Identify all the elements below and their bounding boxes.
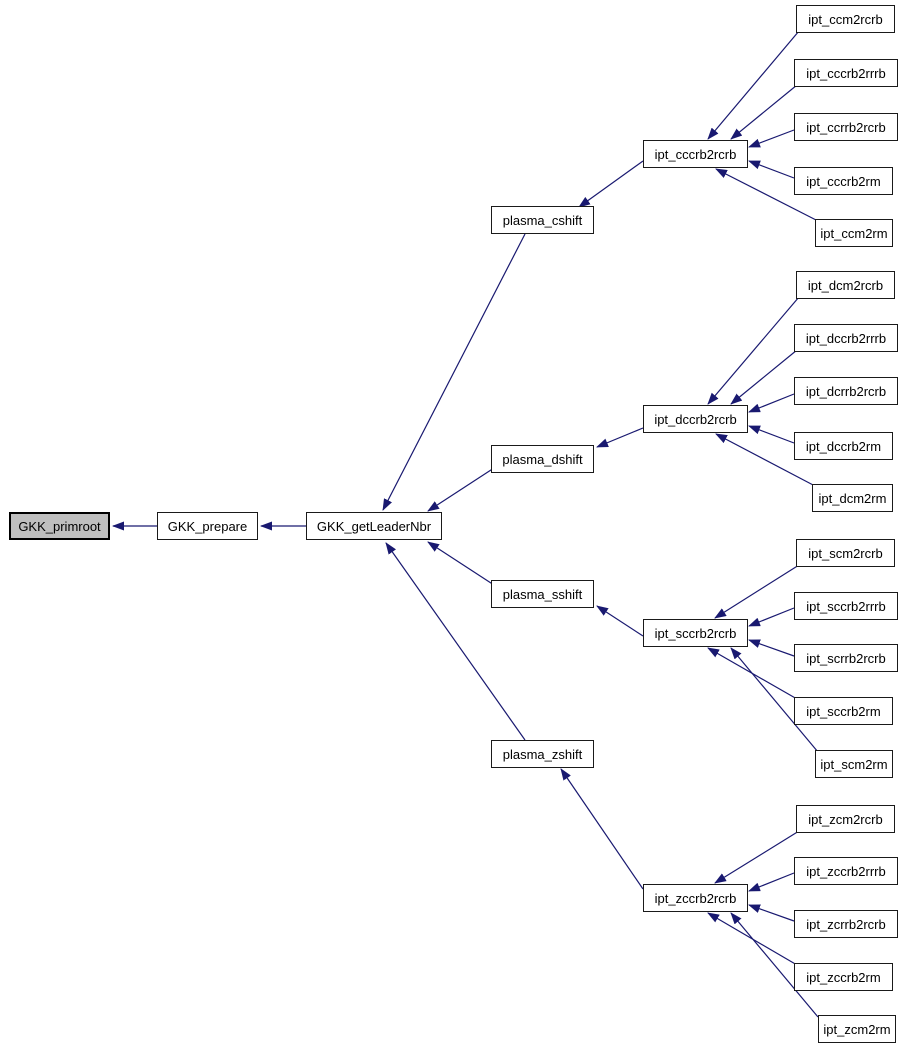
node-ipt_zcm2rcrb[interactable]: ipt_zcm2rcrb bbox=[796, 805, 895, 833]
node-GKK_primroot: GKK_primroot bbox=[9, 512, 110, 540]
node-ipt_scrrb2rcrb[interactable]: ipt_scrrb2rcrb bbox=[794, 644, 898, 672]
edge-ipt_zccrb2rrrb-to-ipt_zccrb2rcrb bbox=[748, 872, 795, 892]
node-ipt_sccrb2rcrb[interactable]: ipt_sccrb2rcrb bbox=[643, 619, 748, 647]
node-ipt_cccrb2rcrb[interactable]: ipt_cccrb2rcrb bbox=[643, 140, 748, 168]
node-ipt_sccrb2rrrb[interactable]: ipt_sccrb2rrrb bbox=[794, 592, 898, 620]
node-ipt_dcm2rm[interactable]: ipt_dcm2rm bbox=[812, 484, 893, 512]
node-GKK_prepare[interactable]: GKK_prepare bbox=[157, 512, 258, 540]
node-ipt_zccrb2rm[interactable]: ipt_zccrb2rm bbox=[794, 963, 893, 991]
node-ipt_cccrb2rm[interactable]: ipt_cccrb2rm bbox=[794, 167, 893, 195]
edge-ipt_sccrb2rrrb-to-ipt_sccrb2rcrb bbox=[748, 607, 795, 627]
edge-ipt_ccm2rcrb-to-ipt_cccrb2rcrb bbox=[707, 30, 800, 140]
edge-ipt_dccrb2rcrb-to-plasma_dshift bbox=[596, 427, 644, 448]
edge-ipt_ccm2rm-to-ipt_cccrb2rcrb bbox=[715, 168, 819, 222]
edge-plasma_dshift-to-GKK_getLeaderNbr bbox=[427, 467, 495, 512]
edge-ipt_dccrb2rm-to-ipt_dccrb2rcrb bbox=[748, 425, 795, 444]
edge-ipt_cccrb2rrrb-to-ipt_cccrb2rcrb bbox=[730, 84, 798, 140]
node-plasma_dshift[interactable]: plasma_dshift bbox=[491, 445, 594, 473]
node-ipt_zcm2rm[interactable]: ipt_zcm2rm bbox=[818, 1015, 896, 1043]
edge-plasma_cshift-to-GKK_getLeaderNbr bbox=[382, 233, 526, 511]
node-ipt_ccm2rcrb[interactable]: ipt_ccm2rcrb bbox=[796, 5, 895, 33]
edge-ipt_ccrrb2rcrb-to-ipt_cccrb2rcrb bbox=[748, 129, 795, 148]
node-GKK_getLeaderNbr[interactable]: GKK_getLeaderNbr bbox=[306, 512, 442, 540]
edge-plasma_sshift-to-GKK_getLeaderNbr bbox=[427, 541, 495, 586]
node-ipt_sccrb2rm[interactable]: ipt_sccrb2rm bbox=[794, 697, 893, 725]
node-plasma_cshift[interactable]: plasma_cshift bbox=[491, 206, 594, 234]
edge-ipt_zccrb2rcrb-to-plasma_zshift bbox=[560, 768, 644, 890]
edge-layer bbox=[112, 30, 819, 1018]
edge-ipt_dcrrb2rcrb-to-ipt_dccrb2rcrb bbox=[748, 393, 795, 413]
edge-ipt_sccrb2rcrb-to-plasma_sshift bbox=[596, 605, 644, 637]
edge-ipt_zcm2rm-to-ipt_zccrb2rcrb bbox=[730, 912, 819, 1018]
node-ipt_dcm2rcrb[interactable]: ipt_dcm2rcrb bbox=[796, 271, 895, 299]
edge-ipt_cccrb2rm-to-ipt_cccrb2rcrb bbox=[748, 160, 795, 179]
node-ipt_zccrb2rrrb[interactable]: ipt_zccrb2rrrb bbox=[794, 857, 898, 885]
node-ipt_dccrb2rm[interactable]: ipt_dccrb2rm bbox=[794, 432, 893, 460]
edge-ipt_dcm2rm-to-ipt_dccrb2rcrb bbox=[715, 433, 816, 487]
node-ipt_ccm2rm[interactable]: ipt_ccm2rm bbox=[815, 219, 893, 247]
edge-ipt_scm2rm-to-ipt_sccrb2rcrb bbox=[730, 647, 819, 753]
node-ipt_zcrrb2rcrb[interactable]: ipt_zcrrb2rcrb bbox=[794, 910, 898, 938]
edge-ipt_cccrb2rcrb-to-plasma_cshift bbox=[578, 160, 644, 208]
edge-ipt_scm2rcrb-to-ipt_sccrb2rcrb bbox=[714, 564, 800, 619]
node-ipt_scm2rcrb[interactable]: ipt_scm2rcrb bbox=[796, 539, 895, 567]
edge-ipt_dcm2rcrb-to-ipt_dccrb2rcrb bbox=[707, 296, 800, 405]
node-ipt_dccrb2rcrb[interactable]: ipt_dccrb2rcrb bbox=[643, 405, 748, 433]
node-plasma_zshift[interactable]: plasma_zshift bbox=[491, 740, 594, 768]
node-ipt_cccrb2rrrb[interactable]: ipt_cccrb2rrrb bbox=[794, 59, 898, 87]
edge-ipt_zcm2rcrb-to-ipt_zccrb2rcrb bbox=[714, 830, 800, 884]
node-ipt_dccrb2rrrb[interactable]: ipt_dccrb2rrrb bbox=[794, 324, 898, 352]
edge-ipt_zcrrb2rcrb-to-ipt_zccrb2rcrb bbox=[748, 904, 795, 922]
node-plasma_sshift[interactable]: plasma_sshift bbox=[491, 580, 594, 608]
edge-ipt_dccrb2rrrb-to-ipt_dccrb2rcrb bbox=[730, 349, 798, 405]
node-ipt_scm2rm[interactable]: ipt_scm2rm bbox=[815, 750, 893, 778]
node-ipt_zccrb2rcrb[interactable]: ipt_zccrb2rcrb bbox=[643, 884, 748, 912]
node-ipt_ccrrb2rcrb[interactable]: ipt_ccrrb2rcrb bbox=[794, 113, 898, 141]
node-ipt_dcrrb2rcrb[interactable]: ipt_dcrrb2rcrb bbox=[794, 377, 898, 405]
edge-ipt_scrrb2rcrb-to-ipt_sccrb2rcrb bbox=[748, 639, 795, 657]
edge-plasma_zshift-to-GKK_getLeaderNbr bbox=[385, 542, 526, 741]
